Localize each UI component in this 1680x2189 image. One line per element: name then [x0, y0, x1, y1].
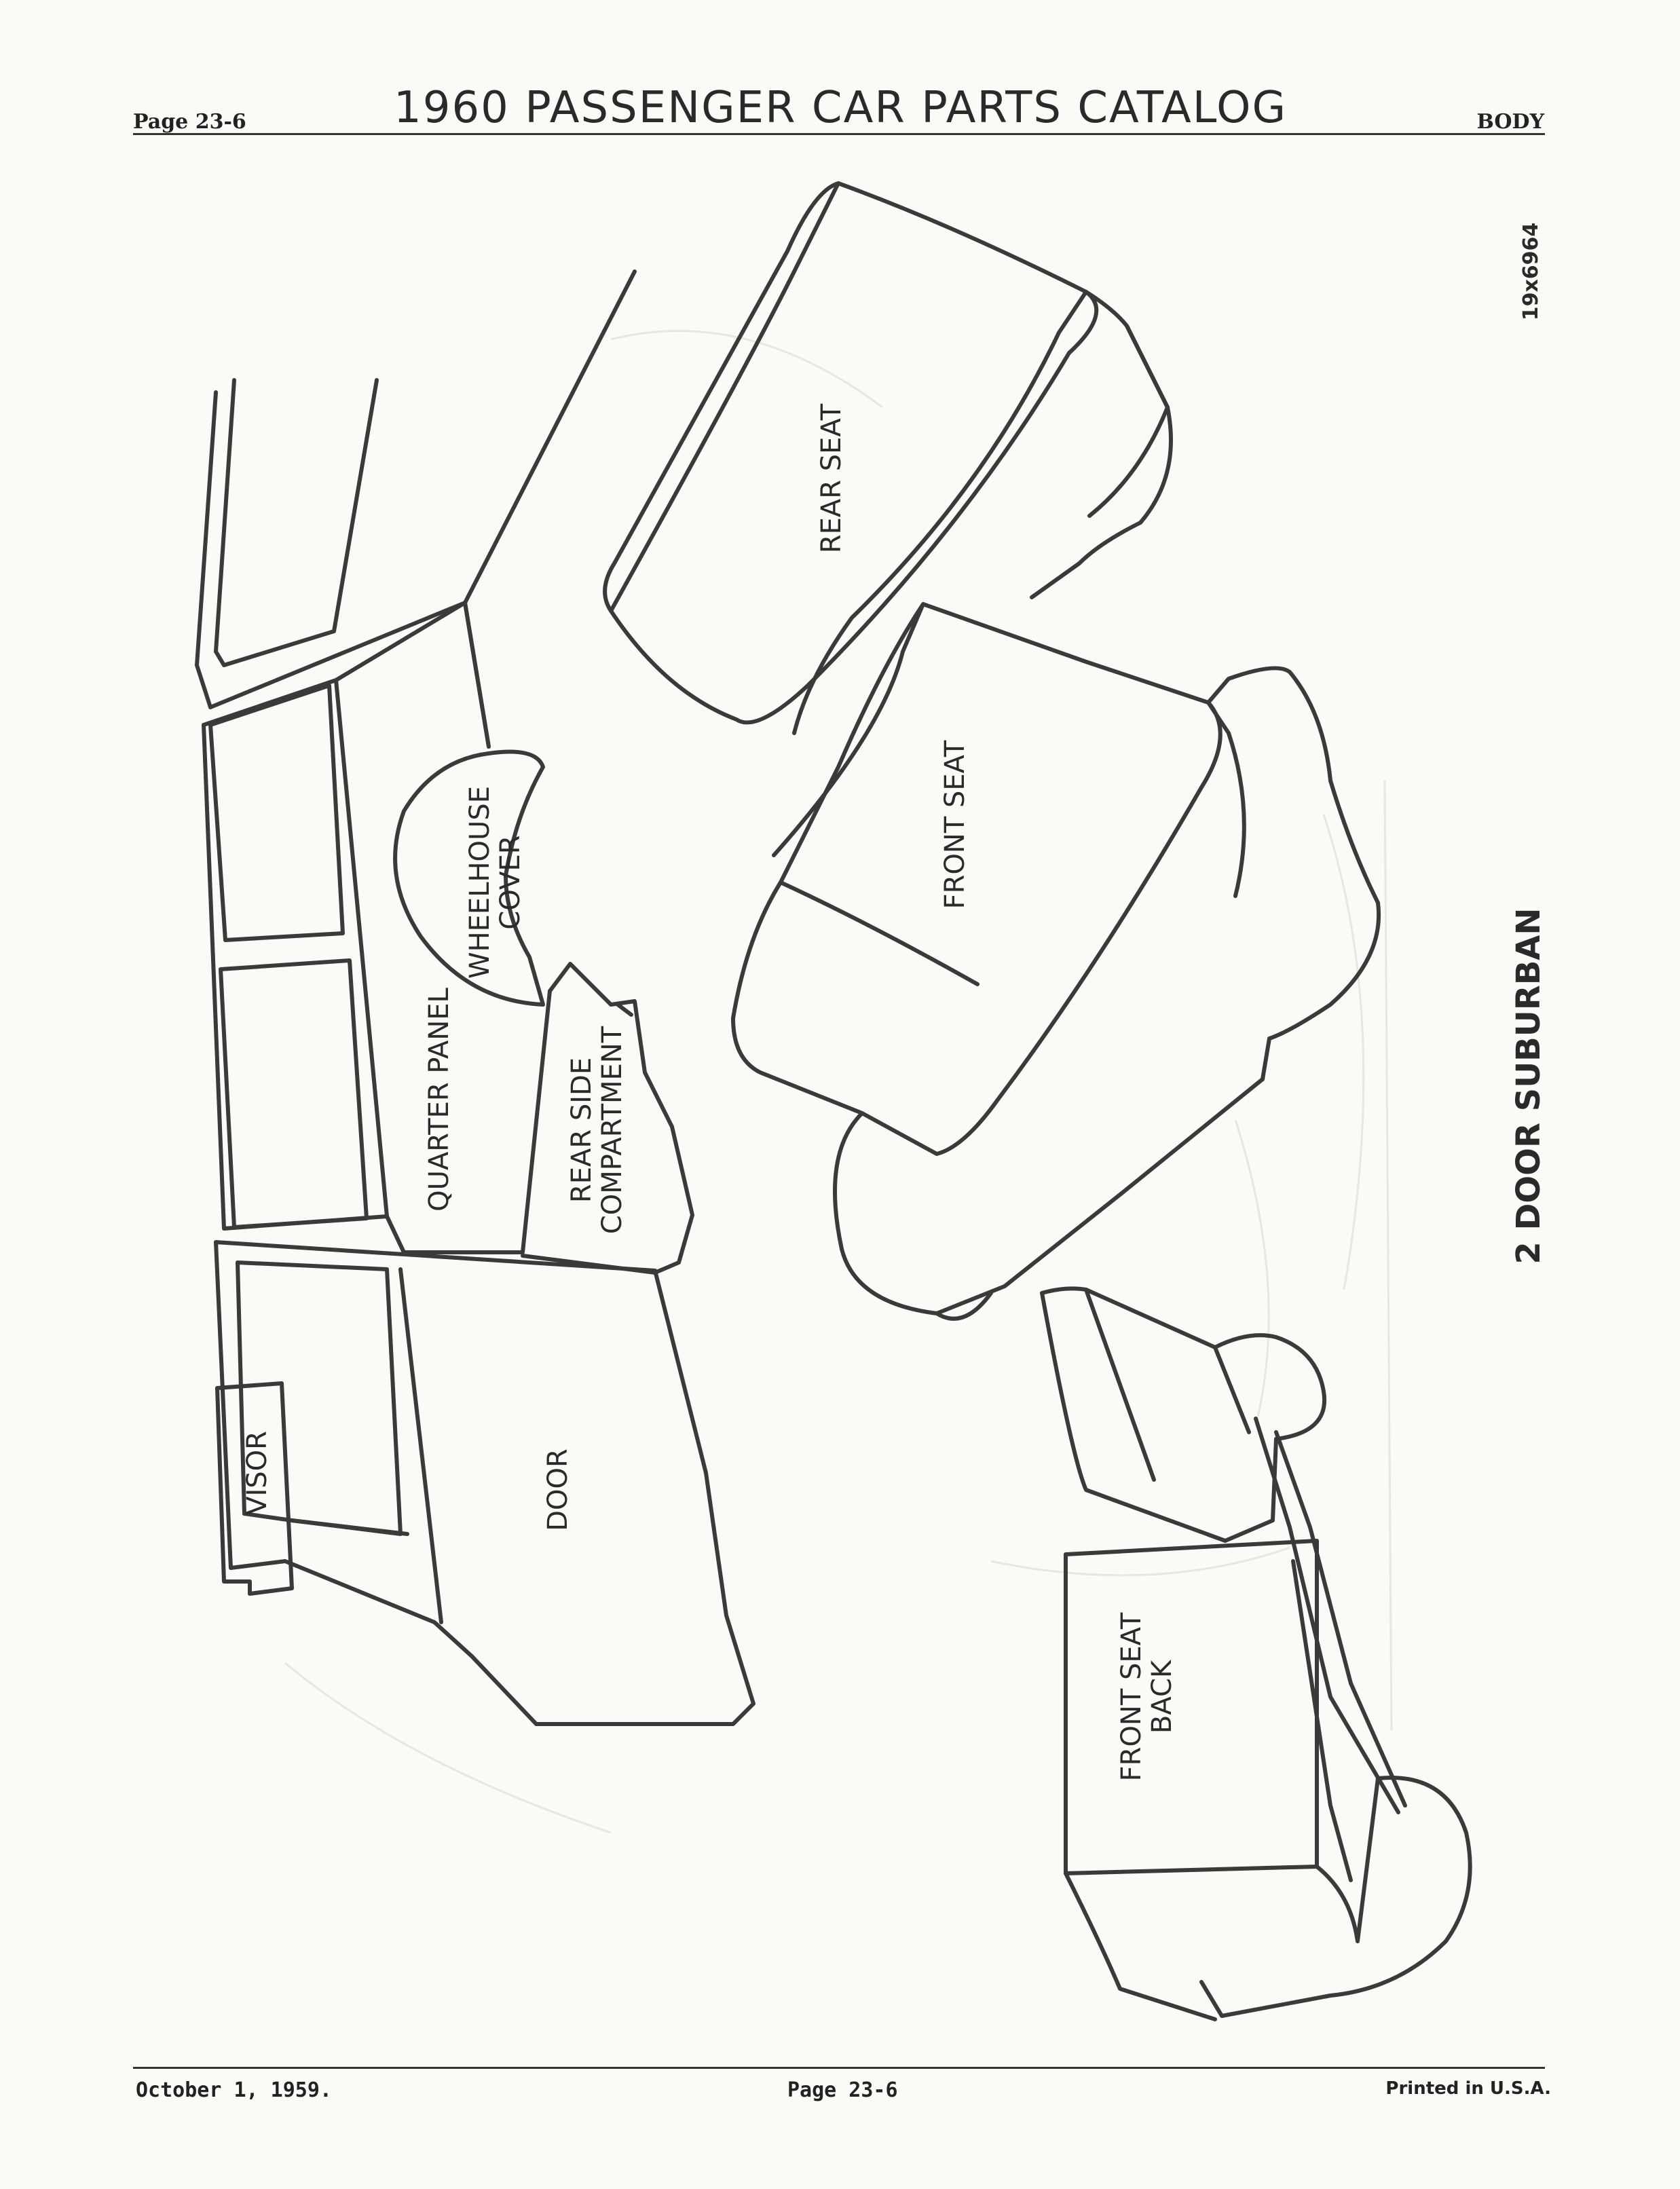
door-panel: [214, 1240, 755, 1726]
footer-rule: [133, 2067, 1545, 2069]
quarter-panel: [202, 601, 552, 1254]
model-caption: 2 DOOR SUBURBAN: [1510, 908, 1548, 1264]
section-label: BODY: [1476, 110, 1544, 134]
rear-seat: [603, 181, 1173, 735]
label-rear-side-line2: COMPARTMENT: [597, 1026, 628, 1234]
label-wheelhouse-line2: COVER: [495, 835, 526, 929]
label-front-seat-back-line2: BACK: [1146, 1659, 1178, 1734]
footer-date: October 1, 1959.: [136, 2078, 332, 2102]
front-seat: [731, 602, 1381, 1321]
label-front-seat: FRONT SEAT: [939, 740, 971, 909]
header-page-label: Page 23-6: [133, 110, 246, 134]
front-seat-back: [1040, 1286, 1472, 2021]
label-rear-seat: REAR SEAT: [816, 403, 847, 553]
label-wheelhouse-line1: WHEELHOUSE: [464, 786, 496, 979]
label-rear-side-line1: REAR SIDE: [566, 1058, 597, 1203]
visor: [215, 1381, 294, 1596]
rear-side-compartment: [521, 962, 694, 1275]
header-rule: [133, 133, 1545, 135]
footer-page-label: Page 23-6: [787, 2078, 898, 2102]
reference-number: 19x6964: [1519, 223, 1543, 321]
ghost-lines: [284, 330, 1393, 1834]
catalog-title: 1960 PASSENGER CAR PARTS CATALOG: [394, 83, 1288, 133]
wheelhouse-cover: [393, 749, 545, 1007]
label-visor: VISOR: [242, 1431, 273, 1515]
window-pillars: [195, 269, 637, 749]
label-door: DOOR: [542, 1448, 574, 1531]
footer-printed: Printed in U.S.A.: [1385, 2078, 1551, 2099]
label-quarter-panel: QUARTER PANEL: [424, 987, 455, 1211]
label-front-seat-back-line1: FRONT SEAT: [1116, 1612, 1147, 1781]
